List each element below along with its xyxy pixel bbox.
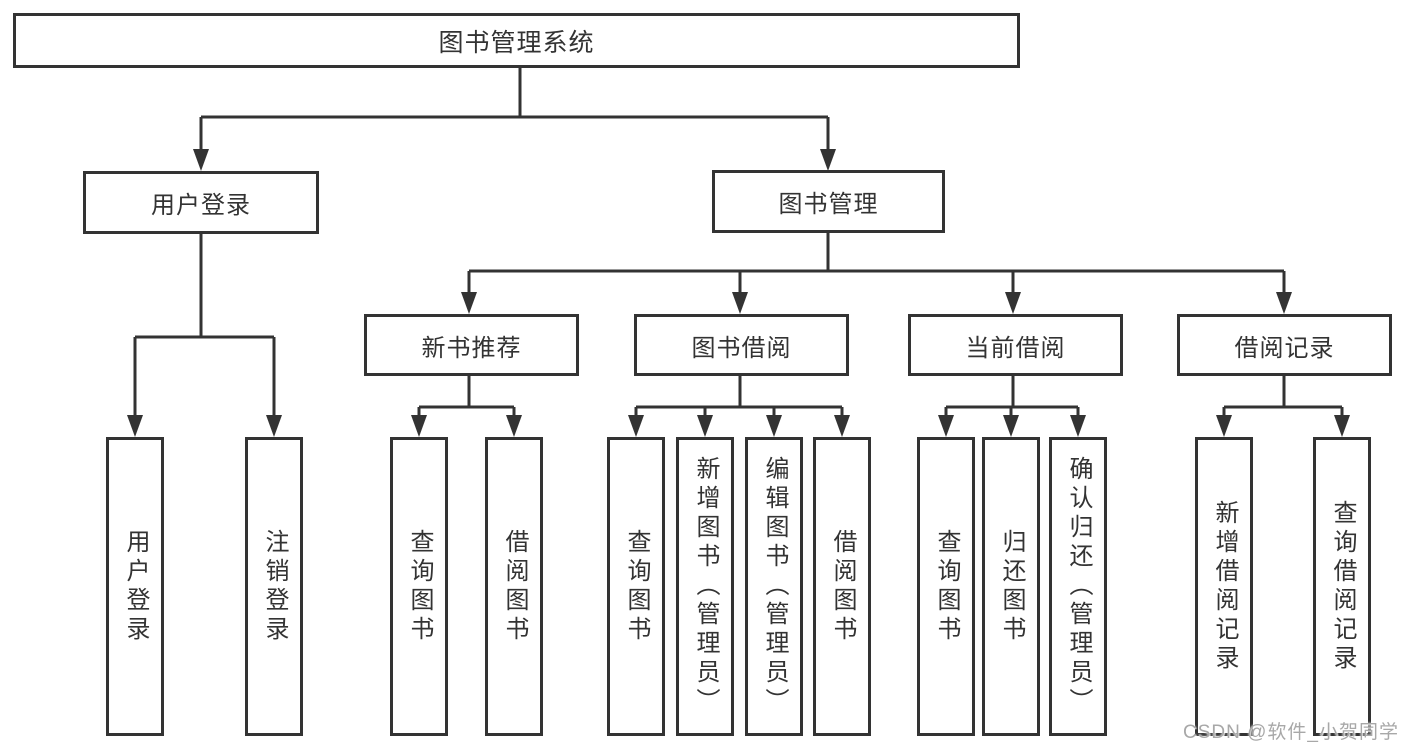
leaf-add-book-admin-label: 新增图书（管理员） [692,456,719,717]
node-user-login-label: 用户登录 [151,192,251,219]
connector-borrow-records [1216,376,1350,437]
node-user-login: 用户登录 [83,171,319,234]
connector-user-login [127,234,282,437]
leaf-add-borrow-record: 新增借阅记录 [1195,437,1253,736]
arrowhead-icon [1070,415,1086,437]
leaf-edit-book-admin: 编辑图书（管理员） [745,437,803,736]
leaf-confirm-return-admin-label: 确认归还（管理员） [1065,456,1092,717]
leaf-logout-label: 注销登录 [261,528,288,645]
leaf-borrow-books: 借阅图书 [813,437,871,736]
node-current-borrow: 当前借阅 [908,314,1123,376]
node-book-management: 图书管理 [712,170,945,233]
leaf-return-book-label: 归还图书 [998,528,1025,645]
leaf-add-borrow-record-label: 新增借阅记录 [1211,499,1238,674]
connector-book-management [461,233,1292,314]
arrowhead-icon [193,149,209,171]
leaf-borrow-books-recommend-label: 借阅图书 [501,528,528,645]
leaf-borrow-books-label: 借阅图书 [829,528,856,645]
node-new-book-recommend-label: 新书推荐 [421,334,522,362]
connector-new-book-recommend [411,376,522,437]
node-borrow-records-label: 借阅记录 [1234,334,1335,362]
leaf-return-book: 归还图书 [982,437,1040,736]
leaf-query-books-recommend-label: 查询图书 [406,528,433,645]
node-book-management-label: 图书管理 [778,191,879,218]
leaf-query-books-current: 查询图书 [917,437,975,736]
arrowhead-icon [127,415,143,437]
node-root: 图书管理系统 [13,13,1020,68]
arrowhead-icon [820,149,836,171]
leaf-add-book-admin: 新增图书（管理员） [676,437,734,736]
leaf-query-books-current-label: 查询图书 [933,528,960,645]
leaf-query-books-recommend: 查询图书 [390,437,448,736]
leaf-user-login-label: 用户登录 [122,528,149,645]
arrowhead-icon [1276,292,1292,314]
leaf-query-borrow-record-label: 查询借阅记录 [1329,499,1356,674]
leaf-user-login: 用户登录 [106,437,164,736]
leaf-query-borrow-record: 查询借阅记录 [1313,437,1371,736]
arrowhead-icon [766,415,782,437]
node-current-borrow-label: 当前借阅 [965,334,1066,362]
node-book-borrow-label: 图书借阅 [691,334,792,362]
arrowhead-icon [1005,292,1021,314]
leaf-confirm-return-admin: 确认归还（管理员） [1049,437,1107,736]
arrowhead-icon [732,292,748,314]
arrowhead-icon [628,415,644,437]
arrowhead-icon [834,415,850,437]
leaf-edit-book-admin-label: 编辑图书（管理员） [761,456,788,717]
leaf-borrow-books-recommend: 借阅图书 [485,437,543,736]
arrowhead-icon [938,415,954,437]
leaf-query-books-borrow: 查询图书 [607,437,665,736]
node-new-book-recommend: 新书推荐 [364,314,579,376]
leaf-query-books-borrow-label: 查询图书 [623,528,650,645]
node-book-borrow: 图书借阅 [634,314,849,376]
leaf-logout: 注销登录 [245,437,303,736]
node-borrow-records: 借阅记录 [1177,314,1392,376]
arrowhead-icon [506,415,522,437]
arrowhead-icon [266,415,282,437]
connector-book-borrow [628,376,850,437]
arrowhead-icon [697,415,713,437]
arrowhead-icon [1003,415,1019,437]
arrowhead-icon [411,415,427,437]
node-root-label: 图书管理系统 [438,28,595,57]
arrowhead-icon [1334,415,1350,437]
watermark-text: CSDN @软件_小贺同学 [1183,722,1399,743]
connector-root [193,68,836,171]
arrowhead-icon [1216,415,1232,437]
arrowhead-icon [461,292,477,314]
connector-current-borrow [938,376,1086,437]
